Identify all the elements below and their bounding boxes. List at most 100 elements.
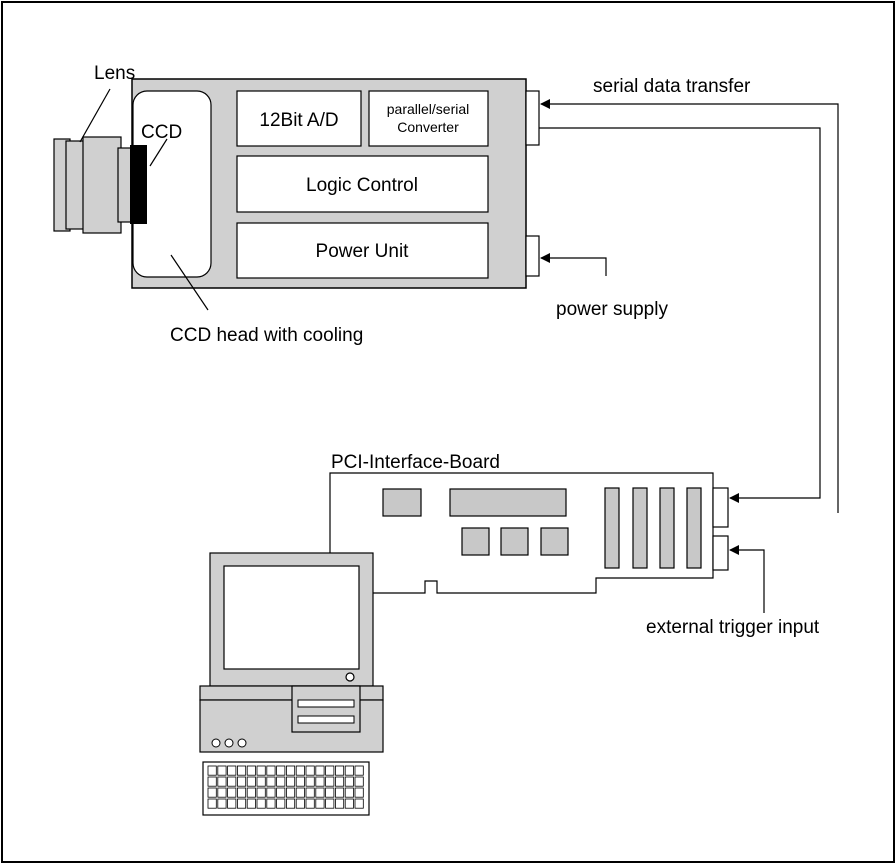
- keyboard-key: [217, 765, 227, 776]
- keyboard-key: [344, 787, 354, 798]
- pci-board-label: PCI-Interface-Board: [331, 452, 500, 473]
- adc-label: 12Bit A/D: [259, 110, 338, 131]
- keyboard-key: [295, 787, 305, 798]
- keyboard-key: [325, 776, 335, 787]
- power-supply-line: [540, 253, 607, 276]
- adc-block: [236, 90, 362, 147]
- logic-control-block: [236, 155, 489, 213]
- lens-pointer-line: [79, 88, 111, 143]
- power-connector: [525, 235, 540, 277]
- pci-trigger-connector: [712, 535, 729, 571]
- keyboard-key: [246, 787, 256, 798]
- keyboard-key: [305, 798, 315, 809]
- chip: [604, 487, 620, 569]
- keyboard-key: [285, 787, 296, 798]
- keyboard-key: [334, 798, 345, 809]
- serial-cable: [539, 99, 839, 513]
- keyboard-key: [334, 765, 345, 776]
- converter-label-line2: Converter: [397, 119, 459, 135]
- chip: [382, 488, 422, 517]
- keyboard-key: [315, 787, 325, 798]
- lens-label: Lens: [94, 63, 135, 84]
- keyboard-key: [344, 798, 354, 809]
- chip: [449, 488, 567, 517]
- external-trigger-line: [729, 545, 765, 613]
- converter-block: [368, 90, 489, 147]
- ccd-pointer-line: [149, 138, 168, 167]
- computer: [199, 552, 384, 816]
- keyboard-key: [276, 765, 286, 776]
- monitor-screen: [223, 565, 360, 670]
- keyboard-key: [246, 798, 256, 809]
- serial-data-transfer-label: serial data transfer: [593, 76, 751, 97]
- keyboard-key: [217, 776, 227, 787]
- keyboard-key: [276, 798, 286, 809]
- keyboard-key: [325, 765, 335, 776]
- keyboard-key: [305, 776, 315, 787]
- drive-slot: [297, 699, 355, 708]
- drive-slot: [297, 715, 355, 724]
- keyboard-key: [315, 798, 325, 809]
- keyboard-key: [295, 776, 305, 787]
- keyboard-key: [285, 798, 296, 809]
- keyboard-key: [217, 798, 227, 809]
- power-unit-block: [236, 222, 489, 279]
- keyboard-key: [354, 798, 364, 809]
- ccd-head-label: CCD head with cooling: [170, 325, 363, 346]
- keyboard-key: [344, 776, 354, 787]
- keyboard-key: [305, 787, 315, 798]
- keyboard-key: [236, 765, 247, 776]
- monitor-power-button: [345, 672, 355, 682]
- case-button: [237, 738, 247, 748]
- keyboard-key: [246, 765, 256, 776]
- keyboard-key: [354, 776, 364, 787]
- keyboard-key: [236, 776, 247, 787]
- keyboard-key: [236, 798, 247, 809]
- power-supply-label: power supply: [556, 299, 668, 320]
- keyboard-key: [266, 787, 276, 798]
- chip: [632, 487, 648, 569]
- chip: [540, 527, 569, 556]
- keyboard-key: [295, 765, 305, 776]
- keyboard-key: [334, 776, 345, 787]
- keyboard-key: [256, 776, 266, 787]
- keyboard-key: [207, 787, 217, 798]
- converter-label-line1: parallel/serial: [387, 101, 469, 117]
- logic-control-label: Logic Control: [306, 175, 418, 196]
- keyboard-key: [276, 776, 286, 787]
- keyboard-key: [227, 765, 237, 776]
- keyboard-key: [285, 776, 296, 787]
- keyboard-key: [246, 776, 256, 787]
- external-trigger-label: external trigger input: [646, 617, 820, 638]
- keyboard-key: [227, 787, 237, 798]
- keyboard-key: [334, 787, 345, 798]
- keyboard-key: [315, 765, 325, 776]
- keyboard-key: [285, 765, 296, 776]
- keyboard-key: [354, 765, 364, 776]
- keyboard-key: [295, 798, 305, 809]
- ccd-label: CCD: [141, 122, 182, 143]
- lens: [53, 136, 133, 234]
- keyboard-key: [256, 787, 266, 798]
- keyboard-key: [266, 776, 276, 787]
- serial-connector: [525, 90, 540, 146]
- keyboard-key: [236, 787, 247, 798]
- keyboard-key: [207, 765, 217, 776]
- keyboard-key: [266, 798, 276, 809]
- pci-board-chips: [382, 487, 702, 569]
- ccd-head-pointer-line: [170, 254, 209, 311]
- pci-serial-connector: [712, 487, 729, 528]
- keyboard-key: [227, 776, 237, 787]
- keyboard-key: [217, 787, 227, 798]
- drive-bay: [291, 685, 361, 733]
- keyboard-key: [325, 787, 335, 798]
- keyboard-key: [344, 765, 354, 776]
- keyboard-key: [266, 765, 276, 776]
- case-button: [224, 738, 234, 748]
- chip: [461, 527, 490, 556]
- chip: [686, 487, 702, 569]
- keyboard-key: [207, 776, 217, 787]
- chip: [659, 487, 675, 569]
